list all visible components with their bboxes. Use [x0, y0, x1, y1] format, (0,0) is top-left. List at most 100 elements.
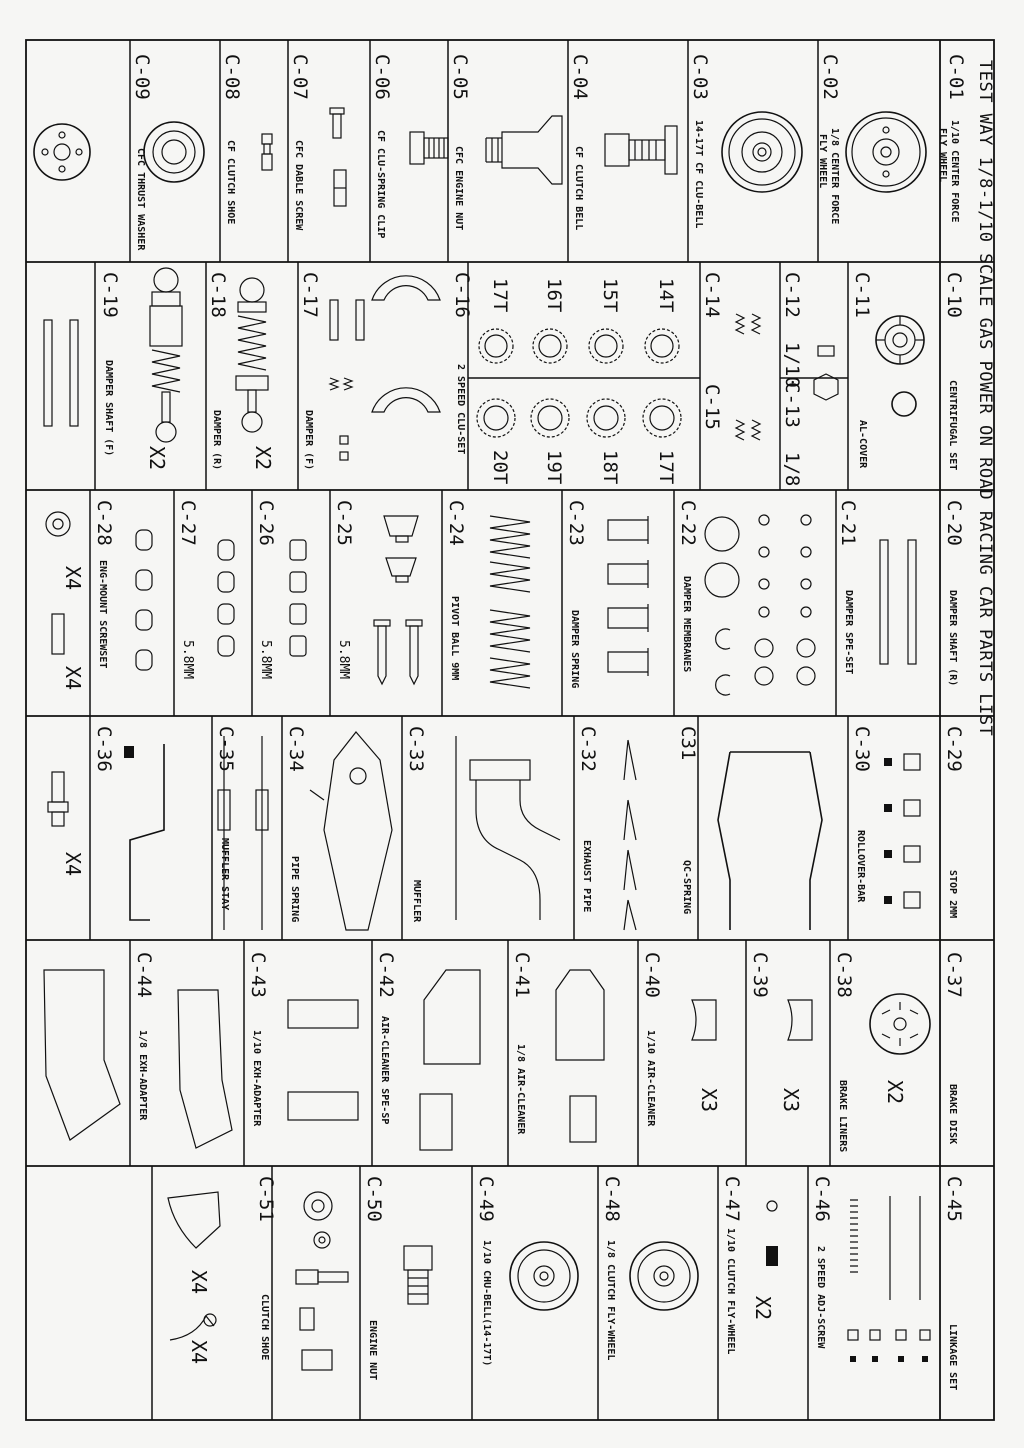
page-title: TEST WAY 1/8-1/10 SCALE GAS POWER ON ROA… [975, 60, 995, 736]
part-c12: C-12 1/10 [734, 272, 803, 388]
svg-text:CLUTCH SHOE: CLUTCH SHOE [259, 1294, 270, 1360]
svg-text:AL-COVER: AL-COVER [857, 420, 868, 469]
svg-text:15T: 15T [599, 278, 621, 312]
part-c51: C-51 CLUTCH SHOE X4 X4 [167, 1176, 277, 1364]
svg-text:C-42: C-42 [375, 952, 397, 998]
svg-text:C-34: C-34 [285, 726, 307, 772]
svg-text:EXHAUST PIPE: EXHAUST PIPE [581, 840, 592, 912]
part-c10: C-10 CENTRIFUGAL SET [943, 272, 965, 470]
svg-text:18T: 18T [599, 450, 621, 484]
flywheel-drawing [721, 111, 803, 193]
svg-text:C-23: C-23 [565, 500, 587, 546]
svg-text:X3: X3 [779, 1088, 803, 1112]
svg-text:C-45: C-45 [943, 1176, 965, 1222]
part-c13: C-13 1/8 [734, 382, 803, 486]
part-c45: C-45 LINKAGE SET [847, 1176, 965, 1390]
svg-text:14-17T CF CLU-BELL: 14-17T CF CLU-BELL [693, 120, 704, 228]
part-c16: C-16 2 SPEED CLU-SET [328, 272, 473, 461]
svg-text:X4: X4 [187, 1270, 211, 1294]
part-c14: C-14 14T 15T 16T 17T [478, 272, 723, 364]
svg-text:C-13: C-13 [781, 382, 803, 428]
svg-text:C-11: C-11 [851, 272, 873, 318]
svg-text:C-27: C-27 [177, 500, 199, 546]
svg-text:DAMPER SPRING: DAMPER SPRING [569, 610, 580, 688]
svg-text:X2: X2 [883, 1080, 907, 1104]
part-c18: C-18 DAMPER (R) X2 [149, 267, 275, 470]
svg-text:C-17: C-17 [299, 272, 321, 318]
svg-text:C-12: C-12 [781, 272, 803, 318]
svg-text:C-04: C-04 [569, 54, 591, 100]
part-c08: C-08 CF CLUTCH SHOE [221, 54, 273, 224]
svg-text:C-51: C-51 [255, 1176, 277, 1222]
svg-text:1/10 EXH-ADAPTER: 1/10 EXH-ADAPTER [251, 1030, 262, 1127]
svg-text:C-06: C-06 [371, 54, 393, 100]
svg-text:C-28: C-28 [93, 500, 115, 546]
part-c37: C-37 BRAKE DISK X2 [869, 952, 965, 1144]
part-c20: C-20 DAMPER SHAFT (R) [879, 500, 965, 686]
svg-text:1/10: 1/10 [781, 342, 803, 388]
svg-text:C-25: C-25 [333, 500, 355, 546]
svg-text:C-44: C-44 [133, 952, 155, 998]
svg-text:CF CLUTCH SHOE: CF CLUTCH SHOE [225, 140, 236, 224]
svg-text:C-19: C-19 [99, 272, 121, 318]
svg-text:C-50: C-50 [363, 1176, 385, 1222]
svg-text:C-36: C-36 [93, 726, 115, 772]
svg-text:C-22: C-22 [677, 500, 699, 546]
svg-text:C-33: C-33 [405, 726, 427, 772]
svg-text:CENTRIFUGAL SET: CENTRIFUGAL SET [947, 380, 958, 470]
part-c03: C-03 14-17T CF CLU-BELL [604, 54, 711, 228]
svg-text:C-37: C-37 [943, 952, 965, 998]
svg-text:FLY WHEEL: FLY WHEEL [817, 134, 828, 188]
part-c02: C-02 1/8 CENTER FORCE FLY WHEEL [721, 54, 841, 224]
part-c29: C-29 STOP 2MM [903, 726, 965, 918]
svg-text:C-47: C-47 [721, 1176, 743, 1222]
svg-text:C-18: C-18 [207, 272, 229, 318]
clutch-bell-drawing [604, 125, 678, 175]
svg-text:C-07: C-07 [289, 54, 311, 100]
svg-text:LINKAGE SET: LINKAGE SET [947, 1324, 958, 1390]
part-c34: C-34 PIPE SPRING [285, 726, 393, 931]
svg-text:C-08: C-08 [221, 54, 243, 100]
svg-text:C-48: C-48 [601, 1176, 623, 1222]
svg-text:1/8 CENTER FORCE: 1/8 CENTER FORCE [829, 128, 840, 224]
svg-text:C-20: C-20 [943, 500, 965, 546]
svg-text:PIVOT BALL 9MM: PIVOT BALL 9MM [449, 596, 460, 680]
svg-text:5.8MM: 5.8MM [336, 640, 351, 679]
svg-text:C-14: C-14 [701, 272, 723, 318]
svg-text:C-01: C-01 [945, 54, 967, 100]
svg-text:C-16: C-16 [451, 272, 473, 318]
svg-text:MUFFLER: MUFFLER [411, 880, 422, 923]
part-c42: C-42 AIR-CLEANER SPE-SP [287, 952, 397, 1124]
svg-text:DAMPER SHAFT (F): DAMPER SHAFT (F) [103, 360, 114, 456]
svg-text:DAMPER (F): DAMPER (F) [303, 410, 314, 470]
part-c09: C-09 CFC THRUST WASHER [33, 54, 205, 251]
svg-text:16T: 16T [543, 278, 565, 312]
part-c47: C-47 1/10 CLUTCH FLY-WHEEL [629, 1176, 743, 1354]
clutch-bell-drawing [485, 115, 563, 185]
svg-text:STOP 2MM: STOP 2MM [947, 870, 958, 918]
svg-text:X3: X3 [697, 1088, 721, 1112]
part-c43: C-43 1/10 EXH-ADAPTER [177, 952, 269, 1149]
part-c28: C-28 ENG-MOUNT SCREWSET X4 X4 [45, 500, 115, 690]
svg-text:1/8 EXH-ADAPTER: 1/8 EXH-ADAPTER [137, 1030, 148, 1121]
engine-nut-drawing [409, 131, 449, 165]
svg-text:14T: 14T [655, 278, 677, 312]
part-c23: C-23 DAMPER SPRING [489, 500, 587, 689]
svg-text:C-05: C-05 [449, 54, 471, 100]
svg-text:BRAKE LINERS: BRAKE LINERS [837, 1080, 848, 1152]
svg-text:5.8MM: 5.8MM [180, 640, 195, 679]
svg-text:ENG-MOUNT SCREWSET: ENG-MOUNT SCREWSET [97, 560, 108, 668]
svg-text:C-38: C-38 [833, 952, 855, 998]
part-c24: C-24 PIVOT BALL 9MM [373, 500, 467, 686]
part-c22: C-22 DAMPER MEMBRANES [607, 500, 699, 676]
svg-text:X4: X4 [61, 852, 85, 876]
svg-text:1/10 CLUTCH FLY-WHEEL: 1/10 CLUTCH FLY-WHEEL [725, 1228, 736, 1354]
svg-text:C-41: C-41 [511, 952, 533, 998]
svg-text:X2: X2 [251, 446, 275, 470]
svg-text:C-09: C-09 [131, 54, 153, 100]
svg-text:C-15: C-15 [701, 384, 723, 430]
svg-text:BRAKE DISK: BRAKE DISK [947, 1084, 958, 1144]
svg-text:C-46: C-46 [811, 1176, 833, 1222]
svg-text:1/8 AIR-CLEANER: 1/8 AIR-CLEANER [515, 1044, 526, 1135]
